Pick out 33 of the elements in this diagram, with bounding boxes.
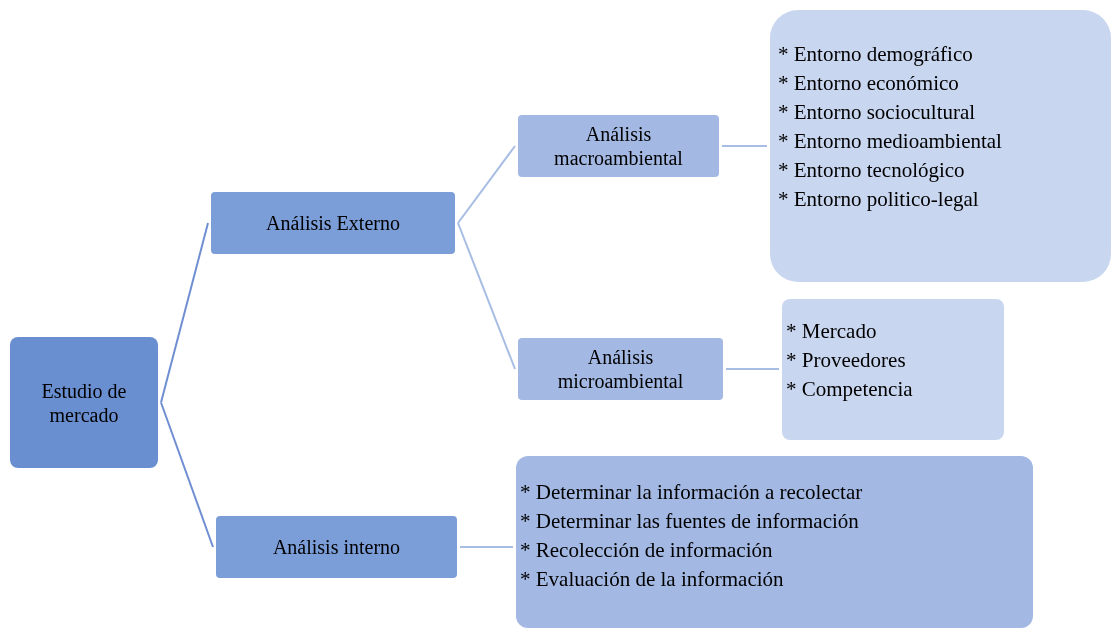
list-item: * Entorno demográfico: [778, 42, 973, 66]
connector-line: [160, 222, 209, 404]
list-item: * Competencia: [786, 377, 913, 401]
list-item: * Determinar las fuentes de información: [520, 509, 859, 533]
subcategory-box: [518, 338, 723, 400]
list-item: * Determinar la información a recolectar: [520, 480, 863, 504]
connector-line: [457, 222, 516, 370]
root-box: [10, 337, 158, 468]
connector-line: [725, 368, 780, 370]
list-item: * Evaluación de la información: [520, 567, 784, 591]
list-item: * Entorno medioambiental: [778, 129, 1002, 153]
list-item: * Proveedores: [786, 348, 906, 372]
connector-line: [457, 145, 516, 224]
node-label: Análisis microambiental: [556, 345, 685, 393]
connector-line: [459, 546, 514, 548]
list-item: * Recolección de información: [520, 538, 773, 562]
connector-line: [721, 145, 768, 147]
list-item: * Entorno económico: [778, 71, 959, 95]
list-item: * Entorno tecnológico: [778, 158, 965, 182]
list-box: [516, 456, 1033, 628]
node-label: Análisis macroambiental: [553, 122, 684, 170]
category-box: [211, 192, 455, 254]
connector-line: [160, 401, 214, 548]
list-item: * Entorno politico-legal: [778, 187, 979, 211]
node-label: Análisis Externo: [266, 211, 400, 235]
node-label: Análisis interno: [272, 535, 401, 559]
node-label: Estudio de mercado: [40, 378, 128, 427]
list-item: * Entorno sociocultural: [778, 100, 976, 124]
list-box: [770, 10, 1111, 282]
list-box: [782, 299, 1004, 440]
list-item: * Mercado: [786, 319, 877, 343]
category-box: [216, 516, 457, 578]
subcategory-box: [518, 115, 719, 177]
